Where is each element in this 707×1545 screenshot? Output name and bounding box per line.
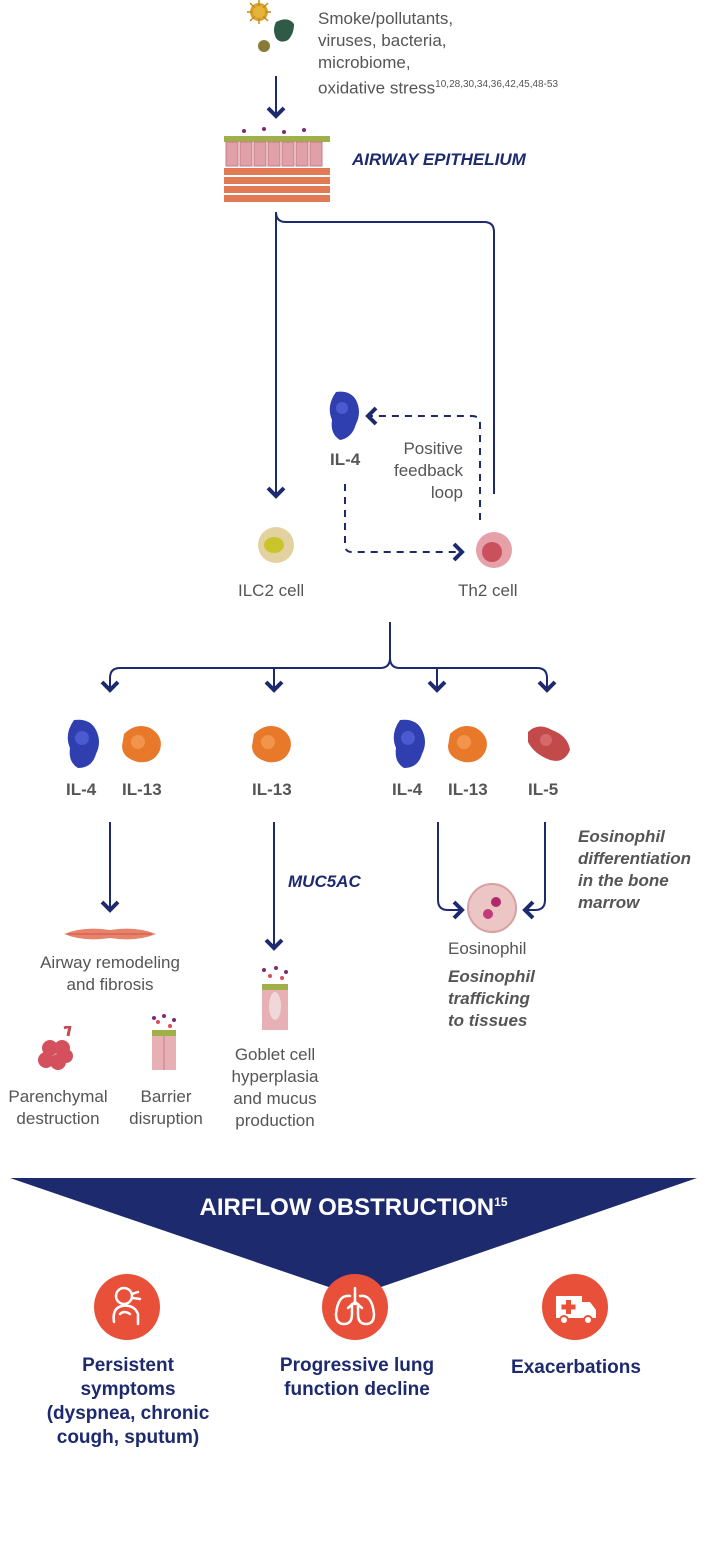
ilc2-label: ILC2 cell [238,581,305,600]
epithelium-label: AIRWAY EPITHELIUM [352,150,526,169]
muc5ac-label: MUC5AC [288,872,361,891]
line-epithelium-th2 [275,211,495,494]
alveoli-icon [36,1023,76,1072]
trigger-line-2: viruses, bacteria, [318,31,447,50]
goblet-line-1: Goblet cell [234,1045,316,1064]
particle-icon [258,40,270,52]
g3-il13-icon [444,722,490,766]
differentiation-line-1: Eosinophil [578,827,665,846]
g1-il13-icon [118,722,164,766]
th2-label: Th2 cell [458,581,518,600]
trigger-refs: 10,28,30,34,36,42,45,48-53 [435,79,559,90]
symptoms-line-4: cough, sputum) [56,1427,200,1448]
feedback-line-1: Positive [403,439,463,458]
differentiation-label: Eosinophil differentiation in the bone m… [578,826,691,914]
eosinophil-label: Eosinophil [448,939,527,958]
eosinophil-icon [466,882,518,934]
g3-il5-icon [524,722,572,764]
obstruction-label: AIRFLOW OBSTRUCTION15 [199,1194,508,1221]
arrow-branch-g3-il5 [389,657,557,693]
trafficking-line-2: trafficking [448,989,530,1008]
g1-il4-icon [64,718,104,770]
exacerbation-line-1: Exacerbations [511,1357,641,1378]
trigger-text: Smoke/pollutants, viruses, bacteria, mic… [318,8,558,100]
outcome-symptoms-circle [94,1274,160,1340]
barrier-tissue-icon [146,1014,182,1072]
g3-il4-icon [390,718,430,770]
remodeling-label: Airway remodeling and fibrosis [20,952,200,996]
outcome-exacerbation-circle [542,1274,608,1340]
barrier-label: Barrier disruption [118,1086,214,1130]
parenchymal-line-1: Parenchymal [8,1087,108,1106]
trigger-icons [244,0,296,60]
trafficking-line-1: Eosinophil [448,967,535,986]
g2-il13-label: IL-13 [252,780,292,799]
g3-il5-label: IL-5 [528,780,559,799]
feedback-loop-text: Positive feedback loop [370,438,463,504]
lungs-icon [334,1286,376,1326]
obstruction-banner [10,1178,697,1296]
obstruction-ref: 15 [494,1195,508,1209]
differentiation-line-3: in the bone [578,871,669,890]
ilc2-cell-icon [256,525,296,565]
g3-il13-label: IL-13 [448,780,488,799]
remodeling-line-2: and fibrosis [66,975,154,994]
outcome-lung-label: Progressive lung function decline [250,1354,464,1402]
feedback-il4-label: IL-4 [330,450,361,469]
virus-icon [247,0,271,24]
barrier-line-2: disruption [129,1109,203,1128]
arrow-feedback-il4 [365,406,481,520]
g3-il4-label: IL-4 [392,780,423,799]
arrow-eos-right [522,822,546,920]
goblet-line-2: hyperplasia [231,1067,319,1086]
arrow-eos-left [437,822,465,920]
il4-protein-icon [326,390,362,442]
g1-il4-label: IL-4 [66,780,97,799]
remodeling-line-1: Airway remodeling [40,953,180,972]
lung-line-1: Progressive lung [279,1355,435,1376]
lung-line-2: function decline [284,1379,430,1400]
goblet-line-4: production [235,1111,315,1130]
feedback-line-3: loop [430,483,463,502]
goblet-cell-icon [256,966,294,1032]
trafficking-line-3: to tissues [448,1011,528,1030]
trigger-line-1: Smoke/pollutants, [318,9,454,28]
outcome-lung-circle [322,1274,388,1340]
differentiation-line-2: differentiation [578,849,692,868]
barrier-line-1: Barrier [140,1087,192,1106]
trigger-line-4: oxidative stress10,28,30,34,36,42,45,48-… [318,78,559,98]
trafficking-label: Eosinophil trafficking to tissues [448,966,535,1032]
differentiation-line-4: marrow [578,893,640,912]
arrow-il4-th2 [344,484,465,562]
symptoms-line-2: symptoms [80,1379,176,1400]
parenchymal-label: Parenchymal destruction [0,1086,116,1130]
goblet-line-3: and mucus [233,1089,317,1108]
th2-cell-icon [474,530,514,570]
bacteria-icon [274,19,294,42]
symptoms-line-3: (dyspnea, chronic [46,1403,210,1424]
feedback-line-2: feedback [394,461,463,480]
g1-il13-label: IL-13 [122,780,162,799]
g2-il13-icon [248,722,294,766]
goblet-label: Goblet cell hyperplasia and mucus produc… [210,1044,340,1132]
symptoms-line-1: Persistent [82,1355,174,1376]
outcome-symptoms-label: Persistent symptoms (dyspnea, chronic co… [28,1354,228,1450]
ambulance-icon [556,1296,596,1325]
outcome-exacerbation-label: Exacerbations [480,1356,672,1380]
trigger-line-3: microbiome, [318,53,411,72]
person-coughing-icon [112,1286,142,1326]
fibrosis-tissue-icon [64,926,156,942]
arrow-branch-g1 [100,622,391,693]
airway-epithelium-image [224,126,330,202]
parenchymal-line-2: destruction [16,1109,100,1128]
